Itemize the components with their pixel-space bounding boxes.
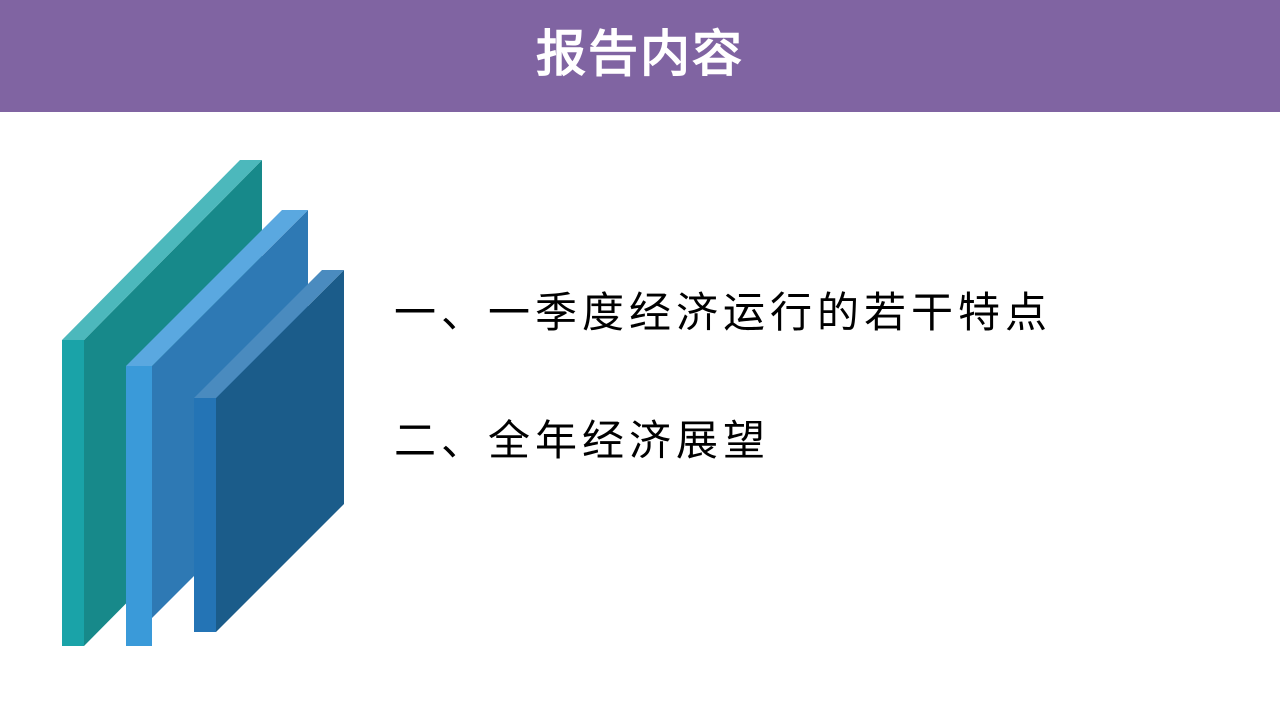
agenda-item: 二、全年经济展望 — [394, 416, 771, 465]
agenda-item: 一、一季度经济运行的若干特点 — [394, 288, 1053, 337]
agenda-list: 一、一季度经济运行的若干特点 二、全年经济展望 — [394, 292, 1254, 484]
page-title: 报告内容 — [536, 25, 744, 83]
stacked-panels-svg — [62, 160, 344, 646]
stacked-panels-graphic — [0, 0, 400, 720]
panel-front — [194, 270, 344, 632]
title-bar: 报告内容 — [0, 0, 1280, 112]
